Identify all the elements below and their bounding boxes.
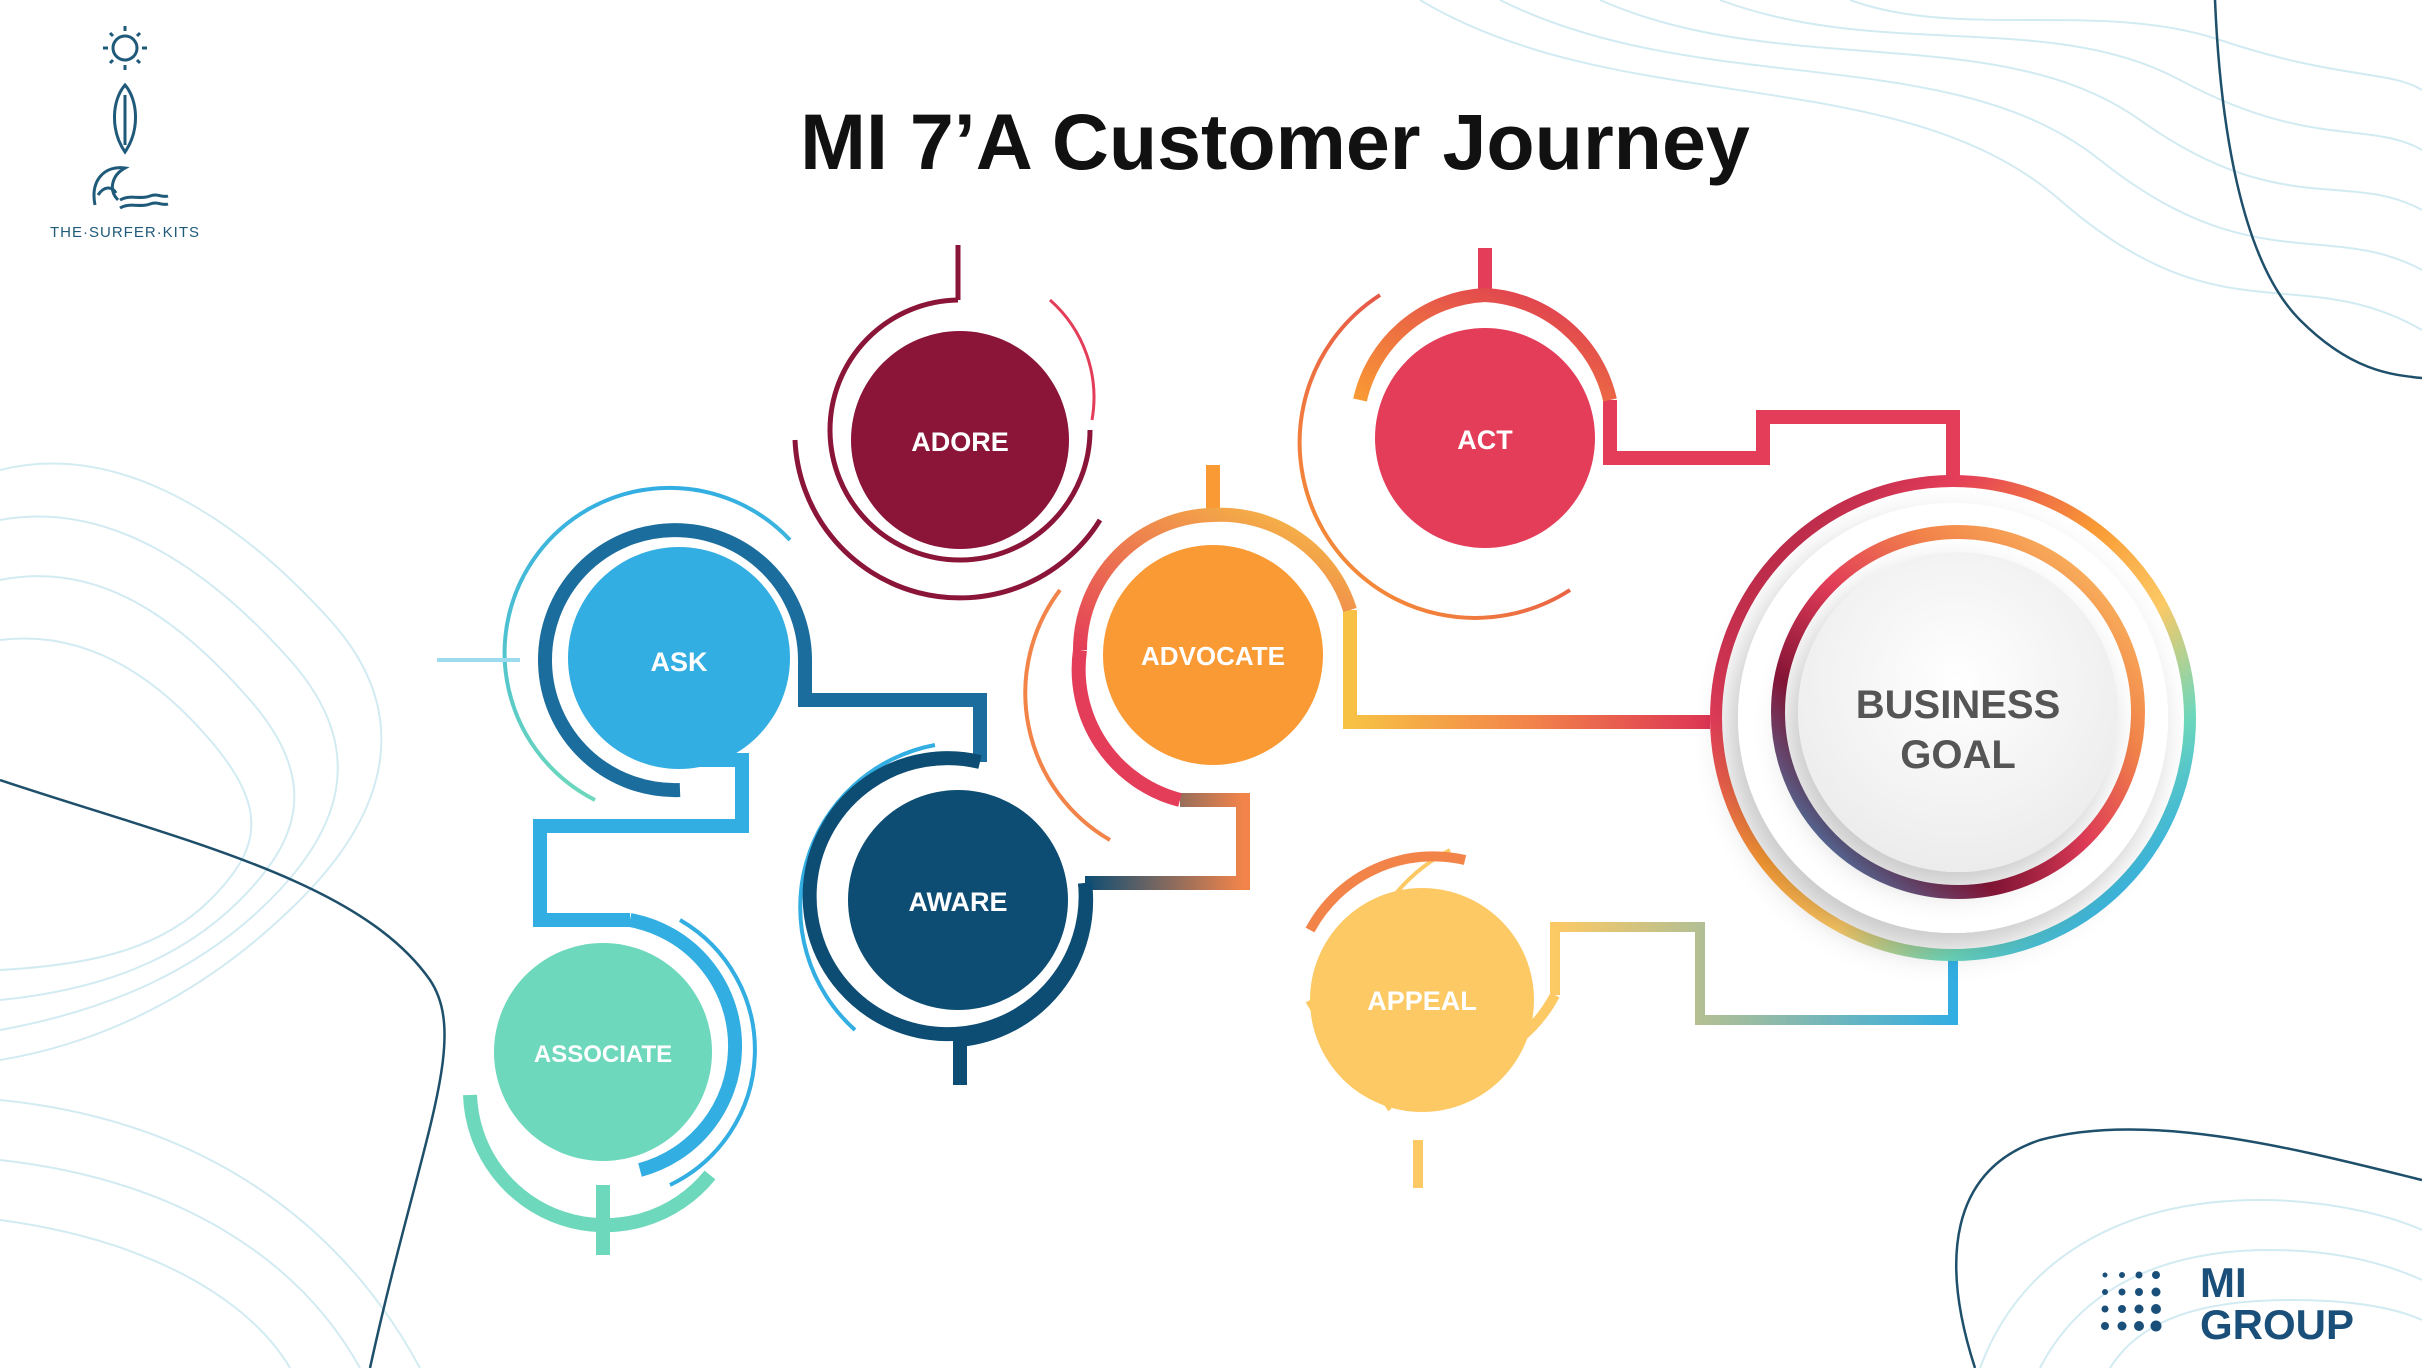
act-inner-arc <box>1353 287 1617 402</box>
mi-group-logo: MI GROUP <box>2090 1262 2410 1362</box>
advocate-inner-arc <box>1073 507 1357 651</box>
act-label: ACT <box>1457 425 1513 455</box>
adore-right-tick <box>1049 298 1096 421</box>
node-appeal[interactable]: APPEAL <box>1305 848 1560 1188</box>
connector-act-to-goal <box>1603 400 1960 480</box>
mi-group-line1: MI <box>2200 1259 2247 1306</box>
surfboard-icon <box>113 82 137 155</box>
logo-dot <box>2102 1272 2108 1278</box>
associate-circle <box>494 943 712 1161</box>
logo-dot <box>2150 1320 2162 1332</box>
advocate-outer-arc <box>1023 588 1112 842</box>
logo-dot <box>2135 1288 2143 1296</box>
logo-dot <box>2135 1271 2143 1279</box>
aware-bottom-arc <box>959 882 1094 1047</box>
node-associate[interactable]: ASSOCIATE <box>463 913 757 1255</box>
associate-inner-arc <box>628 913 743 1177</box>
adore-label: ADORE <box>911 427 1009 457</box>
brand-name: THE·SURFER·KITS <box>50 224 200 241</box>
page-title: MI 7’A Customer Journey <box>800 97 1750 186</box>
node-ask[interactable]: ASK <box>437 485 812 802</box>
act-circle <box>1375 328 1595 548</box>
advocate-left-arc <box>1071 649 1182 807</box>
logo-dot <box>2118 1305 2126 1313</box>
ask-circle <box>568 547 790 769</box>
appeal-label: APPEAL <box>1367 986 1477 1016</box>
appeal-top-arc <box>1305 851 1467 933</box>
aware-outer-arc <box>798 743 936 1032</box>
sun-icon <box>103 26 147 70</box>
connector-lines <box>533 400 1960 1025</box>
logo-dot <box>2151 1304 2161 1314</box>
mi-group-line2: GROUP <box>2200 1301 2355 1348</box>
logo-dot <box>2119 1272 2125 1278</box>
act-outer-arc <box>1297 293 1572 620</box>
aware-label: AWARE <box>908 887 1007 917</box>
associate-right-arc <box>669 918 757 1187</box>
connector-ask-to-aware <box>798 660 987 762</box>
goal-label-line1: BUSINESS <box>1856 683 2061 727</box>
adore-ring-arc <box>827 297 1093 563</box>
goal-label-line2: GOAL <box>1900 733 2016 777</box>
logo-dot <box>2152 1271 2160 1279</box>
logo-dot <box>2101 1305 2109 1313</box>
node-act[interactable]: ACT <box>1297 248 1617 620</box>
goal-center <box>1798 552 2118 872</box>
node-advocate[interactable]: ADVOCATE <box>1023 465 1357 842</box>
mi-group-text: MI GROUP <box>2200 1262 2354 1346</box>
goal-inner-ring <box>1771 525 2145 899</box>
connector-advocate-to-goal <box>1343 610 1710 729</box>
goal-outer-ring <box>1710 475 2196 961</box>
node-aware[interactable]: AWARE <box>798 743 1094 1085</box>
ask-inner-arc <box>538 523 812 798</box>
logo-dot <box>2151 1287 2161 1297</box>
aware-circle <box>848 790 1068 1010</box>
advocate-label: ADVOCATE <box>1141 641 1285 671</box>
associate-label: ASSOCIATE <box>534 1041 672 1068</box>
ask-outer-arc <box>502 485 792 802</box>
logo-dot <box>2134 1321 2144 1331</box>
connector-appeal-to-goal <box>1550 922 1958 1025</box>
business-goal[interactable]: BUSINESS GOAL <box>1710 475 2196 961</box>
connector-ask-to-associate <box>533 753 749 927</box>
logo-dot <box>2134 1304 2144 1314</box>
logo-dot <box>2118 1288 2126 1296</box>
connector-aware-to-advocate <box>1085 793 1250 890</box>
wave-icon <box>92 166 169 210</box>
logo-dot <box>2102 1289 2108 1295</box>
adore-outer-arc <box>792 439 1103 601</box>
logo-dot <box>2101 1322 2109 1330</box>
logo-dot <box>2117 1321 2127 1331</box>
advocate-circle <box>1103 545 1323 765</box>
dot-grid-icon <box>2101 1271 2162 1332</box>
appeal-circle <box>1310 888 1534 1112</box>
brand-logo-icons <box>92 26 169 210</box>
node-adore[interactable]: ADORE <box>792 245 1103 601</box>
adore-circle <box>851 331 1069 549</box>
ask-label: ASK <box>650 647 708 677</box>
associate-bottom-arc <box>463 1094 716 1233</box>
